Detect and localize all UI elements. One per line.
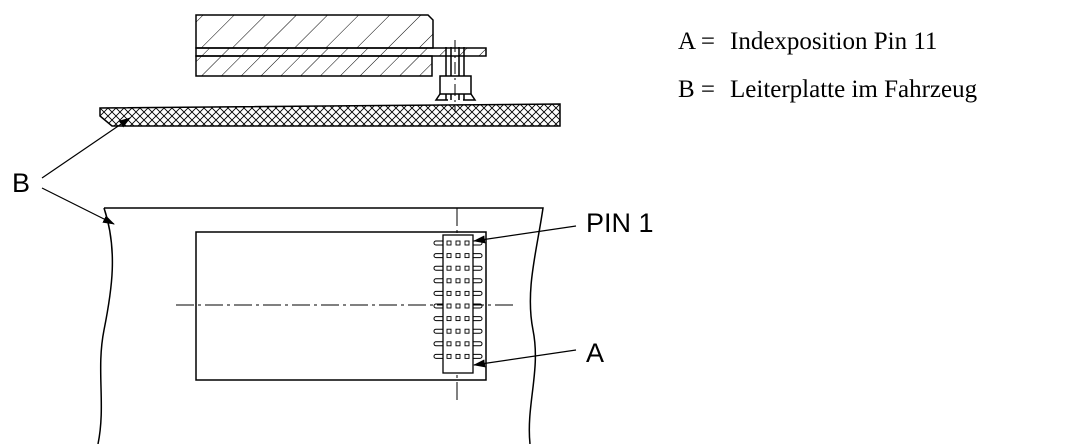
connector-pin <box>455 316 461 322</box>
connector-lead-left <box>433 303 443 309</box>
connector-plate <box>195 47 487 57</box>
side-view <box>99 14 561 127</box>
connector-lead-left <box>433 316 443 322</box>
connector-pin-grid <box>433 240 483 359</box>
connector-lead-left <box>433 341 443 347</box>
connector-pin <box>464 316 470 322</box>
connector-lead-left <box>433 265 443 271</box>
vehicle-pcb-section <box>99 103 561 127</box>
connector-pin <box>446 265 452 271</box>
legend-key-b: B = <box>678 76 716 103</box>
connector-pin <box>464 265 470 271</box>
connector-pin <box>455 265 461 271</box>
connector-lead-right <box>473 341 483 347</box>
callout-pin1-label: PIN 1 <box>586 208 654 238</box>
connector-lead-right <box>473 240 483 246</box>
connector-lead-right <box>473 265 483 271</box>
connector-pin <box>446 303 452 309</box>
connector-pin <box>455 253 461 259</box>
connector-pin <box>464 353 470 359</box>
legend-key-a: A = <box>678 28 716 55</box>
legend-item-a: A = Indexposition Pin 11 <box>678 28 937 56</box>
connector-lead-right <box>473 316 483 322</box>
connector-pin <box>446 341 452 347</box>
connector-pin <box>455 341 461 347</box>
leader-pin1 <box>473 225 577 244</box>
connector-lead-left <box>433 290 443 296</box>
connector-lead-left <box>433 278 443 284</box>
connector-lead-left <box>433 328 443 334</box>
connector-pin <box>446 240 452 246</box>
connector-pin <box>455 353 461 359</box>
legend-text-a: Indexposition Pin 11 <box>730 28 938 55</box>
connector-pin <box>455 290 461 296</box>
callout-a-label: A <box>586 338 605 368</box>
connector-pin <box>446 278 452 284</box>
connector-pin <box>464 278 470 284</box>
connector-housing-upper <box>195 14 434 49</box>
connector-lead-right <box>473 303 483 309</box>
connector-pin <box>464 290 470 296</box>
leader-b-to-pcb-section <box>41 117 131 179</box>
connector-pin <box>455 278 461 284</box>
connector-pin <box>446 253 452 259</box>
legend-item-b: B = Leiterplatte im Fahrzeug <box>678 76 977 104</box>
connector-pin <box>446 328 452 334</box>
connector-lead-left <box>433 253 443 259</box>
connector-lead-right <box>473 278 483 284</box>
component-body <box>195 231 487 381</box>
leader-lines <box>41 117 577 368</box>
vehicle-pcb-outline <box>97 207 544 444</box>
connector-pin <box>464 328 470 334</box>
leader-a <box>473 349 577 368</box>
connector-lead-right <box>473 290 483 296</box>
connector-housing-lower <box>195 55 433 77</box>
connector-lead-right <box>473 253 483 259</box>
connector-pin <box>464 253 470 259</box>
connector-pin <box>455 303 461 309</box>
connector-lead-left <box>433 240 443 246</box>
connector-pin <box>464 341 470 347</box>
connector-pin <box>446 290 452 296</box>
connector-pin <box>446 353 452 359</box>
connector-lead-right <box>473 353 483 359</box>
connector-pin <box>464 303 470 309</box>
legend-text-b: Leiterplatte im Fahrzeug <box>730 76 978 103</box>
connector-lead-right <box>473 328 483 334</box>
top-view <box>97 207 544 444</box>
connector-pin <box>455 328 461 334</box>
connector-pin <box>455 240 461 246</box>
connector-pin <box>446 316 452 322</box>
leader-b-to-pcb-outline <box>41 187 115 225</box>
callout-b-label: B <box>12 168 31 198</box>
connector-pins-side <box>434 40 477 112</box>
connector-lead-left <box>433 353 443 359</box>
connector-pin <box>464 240 470 246</box>
